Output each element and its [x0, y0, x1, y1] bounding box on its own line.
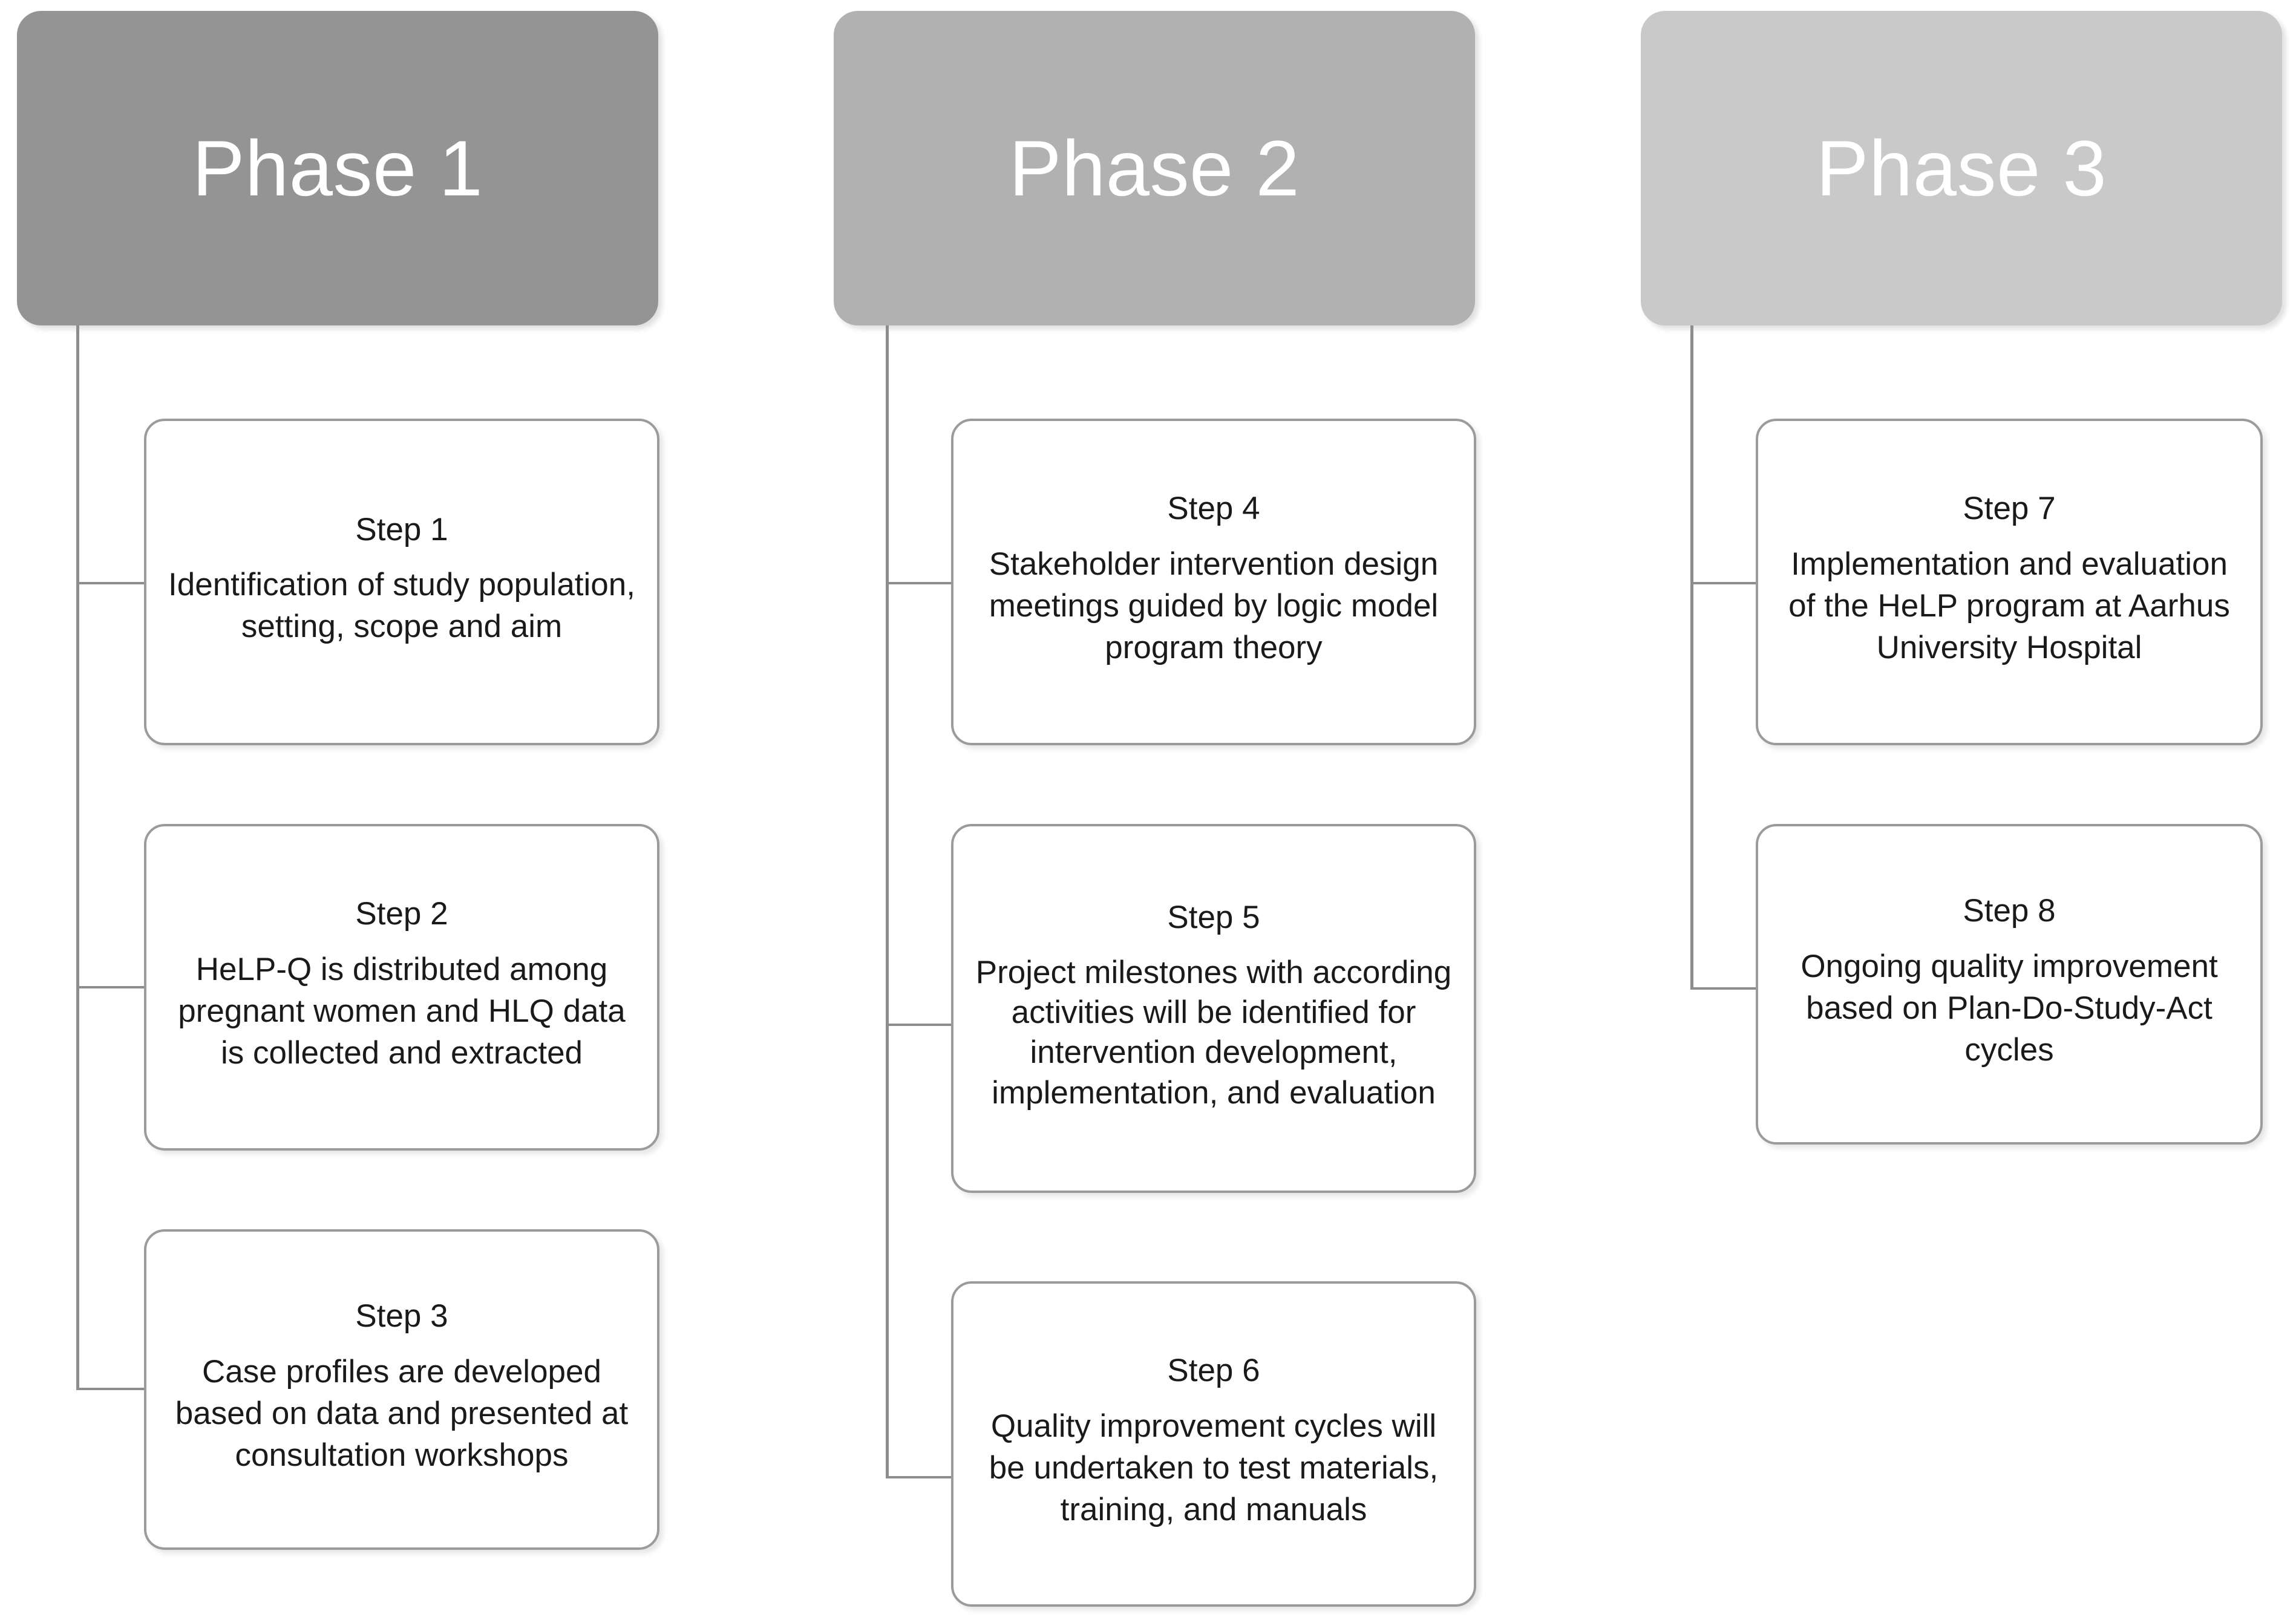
step-title-7: Step 7 — [1963, 491, 2056, 527]
step-title-4: Step 4 — [1167, 491, 1260, 527]
step-description-1: Identification of study population, sett… — [168, 567, 635, 645]
step-description-3: Case profiles are developed based on dat… — [175, 1353, 629, 1473]
step-box-2[interactable]: Step 2 HeLP-Q is distributed among pregn… — [144, 824, 659, 1151]
step-box-8[interactable]: Step 8 Ongoing quality improvement based… — [1756, 824, 2263, 1145]
step-title-2: Step 2 — [355, 896, 448, 932]
phase-2-branch-step-6 — [886, 1476, 953, 1478]
step-description-7: Implementation and evaluation of the HeL… — [1788, 546, 2230, 665]
step-title-8: Step 8 — [1963, 893, 2056, 929]
step-description-4: Stakeholder intervention design meetings… — [989, 546, 1439, 665]
phase-1-trunk — [76, 325, 79, 1390]
phase-3-branch-step-7 — [1690, 582, 1758, 584]
step-box-4[interactable]: Step 4 Stakeholder intervention design m… — [951, 419, 1476, 745]
step-description-2: HeLP-Q is distributed among pregnant wom… — [178, 951, 626, 1071]
phase-2-trunk — [886, 325, 889, 1478]
step-box-7[interactable]: Step 7 Implementation and evaluation of … — [1756, 419, 2263, 745]
phase-header-1[interactable]: Phase 1 — [17, 11, 658, 325]
phase-1-branch-step-2 — [76, 986, 146, 988]
step-description-8: Ongoing quality improvement based on Pla… — [1800, 948, 2218, 1068]
phase-2-branch-step-4 — [886, 582, 953, 584]
phase-2-branch-step-5 — [886, 1024, 953, 1026]
step-title-3: Step 3 — [355, 1298, 448, 1334]
step-title-5: Step 5 — [1167, 900, 1260, 936]
phase-header-label-2: Phase 2 — [1009, 124, 1300, 212]
step-box-3[interactable]: Step 3 Case profiles are developed based… — [144, 1229, 659, 1550]
phase-header-3[interactable]: Phase 3 — [1641, 11, 2282, 325]
step-description-6: Quality improvement cycles will be under… — [989, 1408, 1439, 1527]
step-title-6: Step 6 — [1167, 1353, 1260, 1389]
phase-3-trunk — [1690, 325, 1693, 990]
phase-1-branch-step-3 — [76, 1388, 146, 1390]
step-box-1[interactable]: Step 1 Identification of study populatio… — [144, 419, 659, 745]
step-description-5: Project milestones with according activi… — [975, 954, 1452, 1111]
step-box-6[interactable]: Step 6 Quality improvement cycles will b… — [951, 1281, 1476, 1607]
step-box-5[interactable]: Step 5 Project milestones with according… — [951, 824, 1476, 1193]
phase-header-label-1: Phase 1 — [192, 124, 483, 212]
phase-3-branch-step-8 — [1690, 987, 1758, 990]
phase-header-label-3: Phase 3 — [1816, 124, 2107, 212]
phase-header-2[interactable]: Phase 2 — [834, 11, 1475, 325]
step-title-1: Step 1 — [355, 511, 448, 547]
phase-1-branch-step-1 — [76, 582, 146, 584]
